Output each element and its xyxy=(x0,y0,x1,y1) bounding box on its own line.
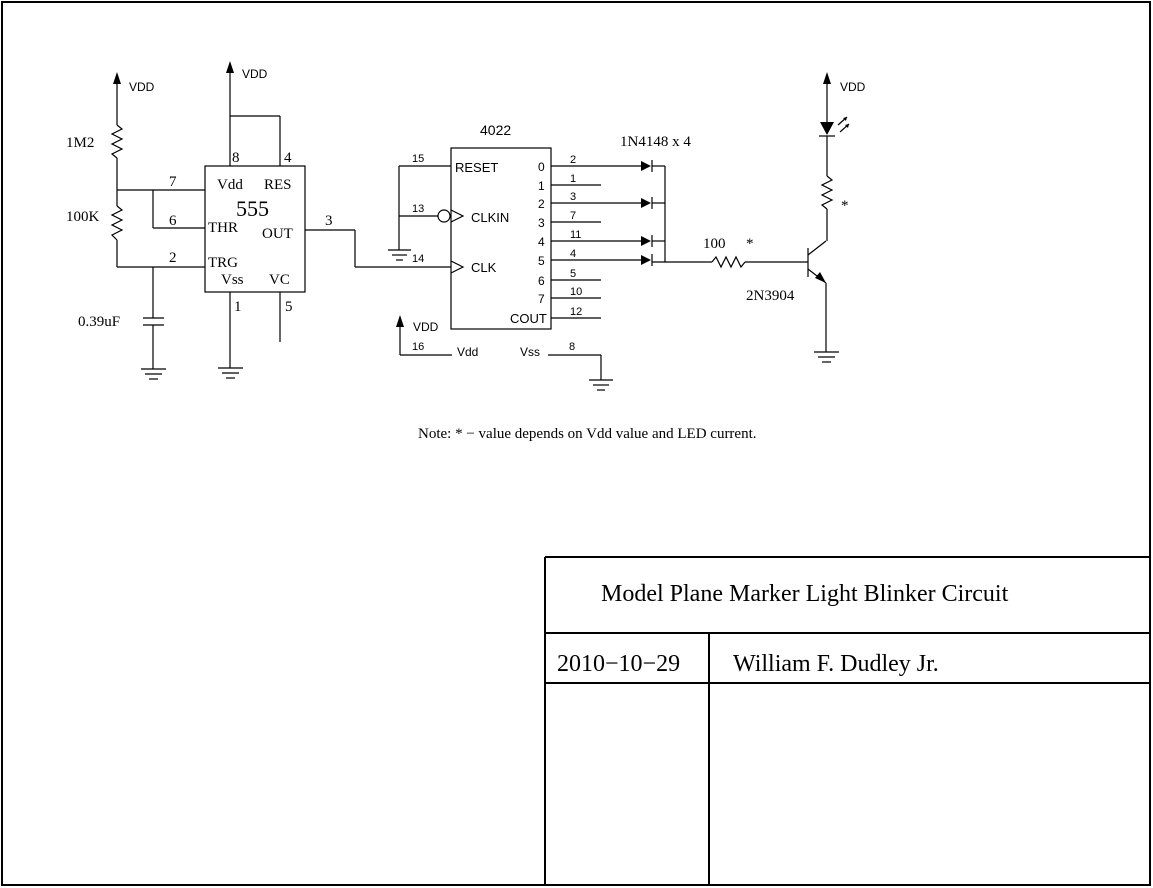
ic4022-clkin: CLKIN xyxy=(471,210,509,225)
ic4022-pin-number: 12 xyxy=(570,306,582,318)
ic4022-pin-number: 5 xyxy=(570,268,576,280)
ground-symbol-555 xyxy=(218,367,243,379)
ic-4022-body xyxy=(450,147,552,330)
ic4022-pin-number: 1 xyxy=(570,173,576,185)
diode-q0 xyxy=(641,160,653,172)
ground-symbol-4022 xyxy=(589,379,613,391)
ic555-num-8: 8 xyxy=(232,150,240,166)
ic555-num-7: 7 xyxy=(169,174,177,190)
vdd-led-label: VDD xyxy=(840,80,866,94)
ground-symbol-transistor xyxy=(814,351,839,363)
r-base-star: * xyxy=(746,236,754,252)
ic4022-q-label: 5 xyxy=(538,254,545,268)
vdd-arrow-4022 xyxy=(396,315,404,355)
ic4022-clk: CLK xyxy=(471,260,497,275)
r-base-label: 100 xyxy=(703,236,726,252)
diode-q5 xyxy=(641,254,653,266)
title-block-author: William F. Dudley Jr. xyxy=(733,651,939,677)
ic4022-pin-16: 16 xyxy=(412,341,424,353)
ic555-num-5: 5 xyxy=(285,299,293,315)
capacitor xyxy=(143,317,164,369)
resistor-100k xyxy=(110,205,124,241)
ic4022-q-label: 4 xyxy=(538,235,545,249)
resistor-100 xyxy=(711,255,746,269)
vdd-arrow-555 xyxy=(226,61,234,166)
r-led-star: * xyxy=(841,198,849,214)
vdd-left-label: VDD xyxy=(129,80,155,94)
ic4022-reset: RESET xyxy=(455,160,498,175)
ic4022-vdd: Vdd xyxy=(457,345,478,359)
clk-clock-mark xyxy=(450,260,465,274)
ic4022-pin-number: 3 xyxy=(570,191,576,203)
title-block-date: 2010−10−29 xyxy=(557,651,680,677)
r1-label: 1M2 xyxy=(66,135,94,151)
ic555-num-4: 4 xyxy=(284,150,292,166)
ic555-num-2: 2 xyxy=(169,250,177,266)
ic555-pin-vdd: Vdd xyxy=(217,177,243,193)
ic4022-q-label: 3 xyxy=(538,216,545,230)
ic4022-q-label: 6 xyxy=(538,274,545,288)
ground-symbol-4022-inputs xyxy=(388,249,411,261)
ic4022-q-label: 1 xyxy=(538,179,545,193)
title-block-title: Model Plane Marker Light Blinker Circuit xyxy=(601,581,1009,607)
ic555-pin-trg: TRG xyxy=(208,255,238,271)
vdd-555-label: VDD xyxy=(242,67,268,81)
led xyxy=(819,116,850,137)
ic555-pin-thr: THR xyxy=(208,220,238,236)
ic555-pin-out: OUT xyxy=(262,226,293,242)
ic555-pin-res: RES xyxy=(264,177,292,193)
diode-q4 xyxy=(641,235,653,247)
title-block xyxy=(544,556,1150,885)
ic555-pin-vc: VC xyxy=(269,272,290,288)
transistor-label: 2N3904 xyxy=(746,288,795,304)
ic555-num-3: 3 xyxy=(325,213,333,229)
ic4022-pin-number: 11 xyxy=(570,229,581,241)
ic4022-pin-14: 14 xyxy=(412,253,424,265)
ic4022-pin-13: 13 xyxy=(412,203,424,215)
ic555-pin-vss: Vss xyxy=(221,272,244,288)
resistor-led xyxy=(820,175,834,210)
ic4022-vss: Vss xyxy=(520,345,540,359)
ic4022-q-label: 2 xyxy=(538,197,545,211)
clkin-bubble xyxy=(437,209,451,223)
cap-label: 0.39uF xyxy=(78,314,120,330)
ic4022-pin-number: 10 xyxy=(570,286,582,298)
vdd-arrow-left xyxy=(113,72,121,125)
vdd-arrow-led xyxy=(823,72,831,122)
clkin-clock-mark xyxy=(450,209,465,223)
note-text: Note: * − value depends on Vdd value and… xyxy=(418,426,757,442)
ic4022-pin-number: 2 xyxy=(570,154,576,166)
diodes-label: 1N4148 x 4 xyxy=(620,134,691,150)
ic4022-pin-number: 7 xyxy=(570,210,576,222)
ic4022-title: 4022 xyxy=(480,122,511,138)
ic4022-q-label: 7 xyxy=(538,292,545,306)
ic555-num-6: 6 xyxy=(169,213,177,229)
ic-555-body xyxy=(204,165,306,293)
ic4022-pin-number: 4 xyxy=(570,248,576,260)
transistor-2n3904 xyxy=(807,240,827,284)
ground-symbol-cap xyxy=(141,368,166,380)
r2-label: 100K xyxy=(66,209,100,225)
ic4022-q-label: 0 xyxy=(538,160,545,174)
ic4022-pin-15: 15 xyxy=(412,153,424,165)
resistor-1m2 xyxy=(110,124,124,159)
vdd-4022-label: VDD xyxy=(413,320,439,334)
ic555-title: 555 xyxy=(236,196,269,221)
ic4022-cout: COUT xyxy=(510,311,547,326)
diode-q2 xyxy=(641,197,653,209)
ic555-num-1: 1 xyxy=(234,299,242,315)
ic4022-pin-8: 8 xyxy=(569,341,575,353)
